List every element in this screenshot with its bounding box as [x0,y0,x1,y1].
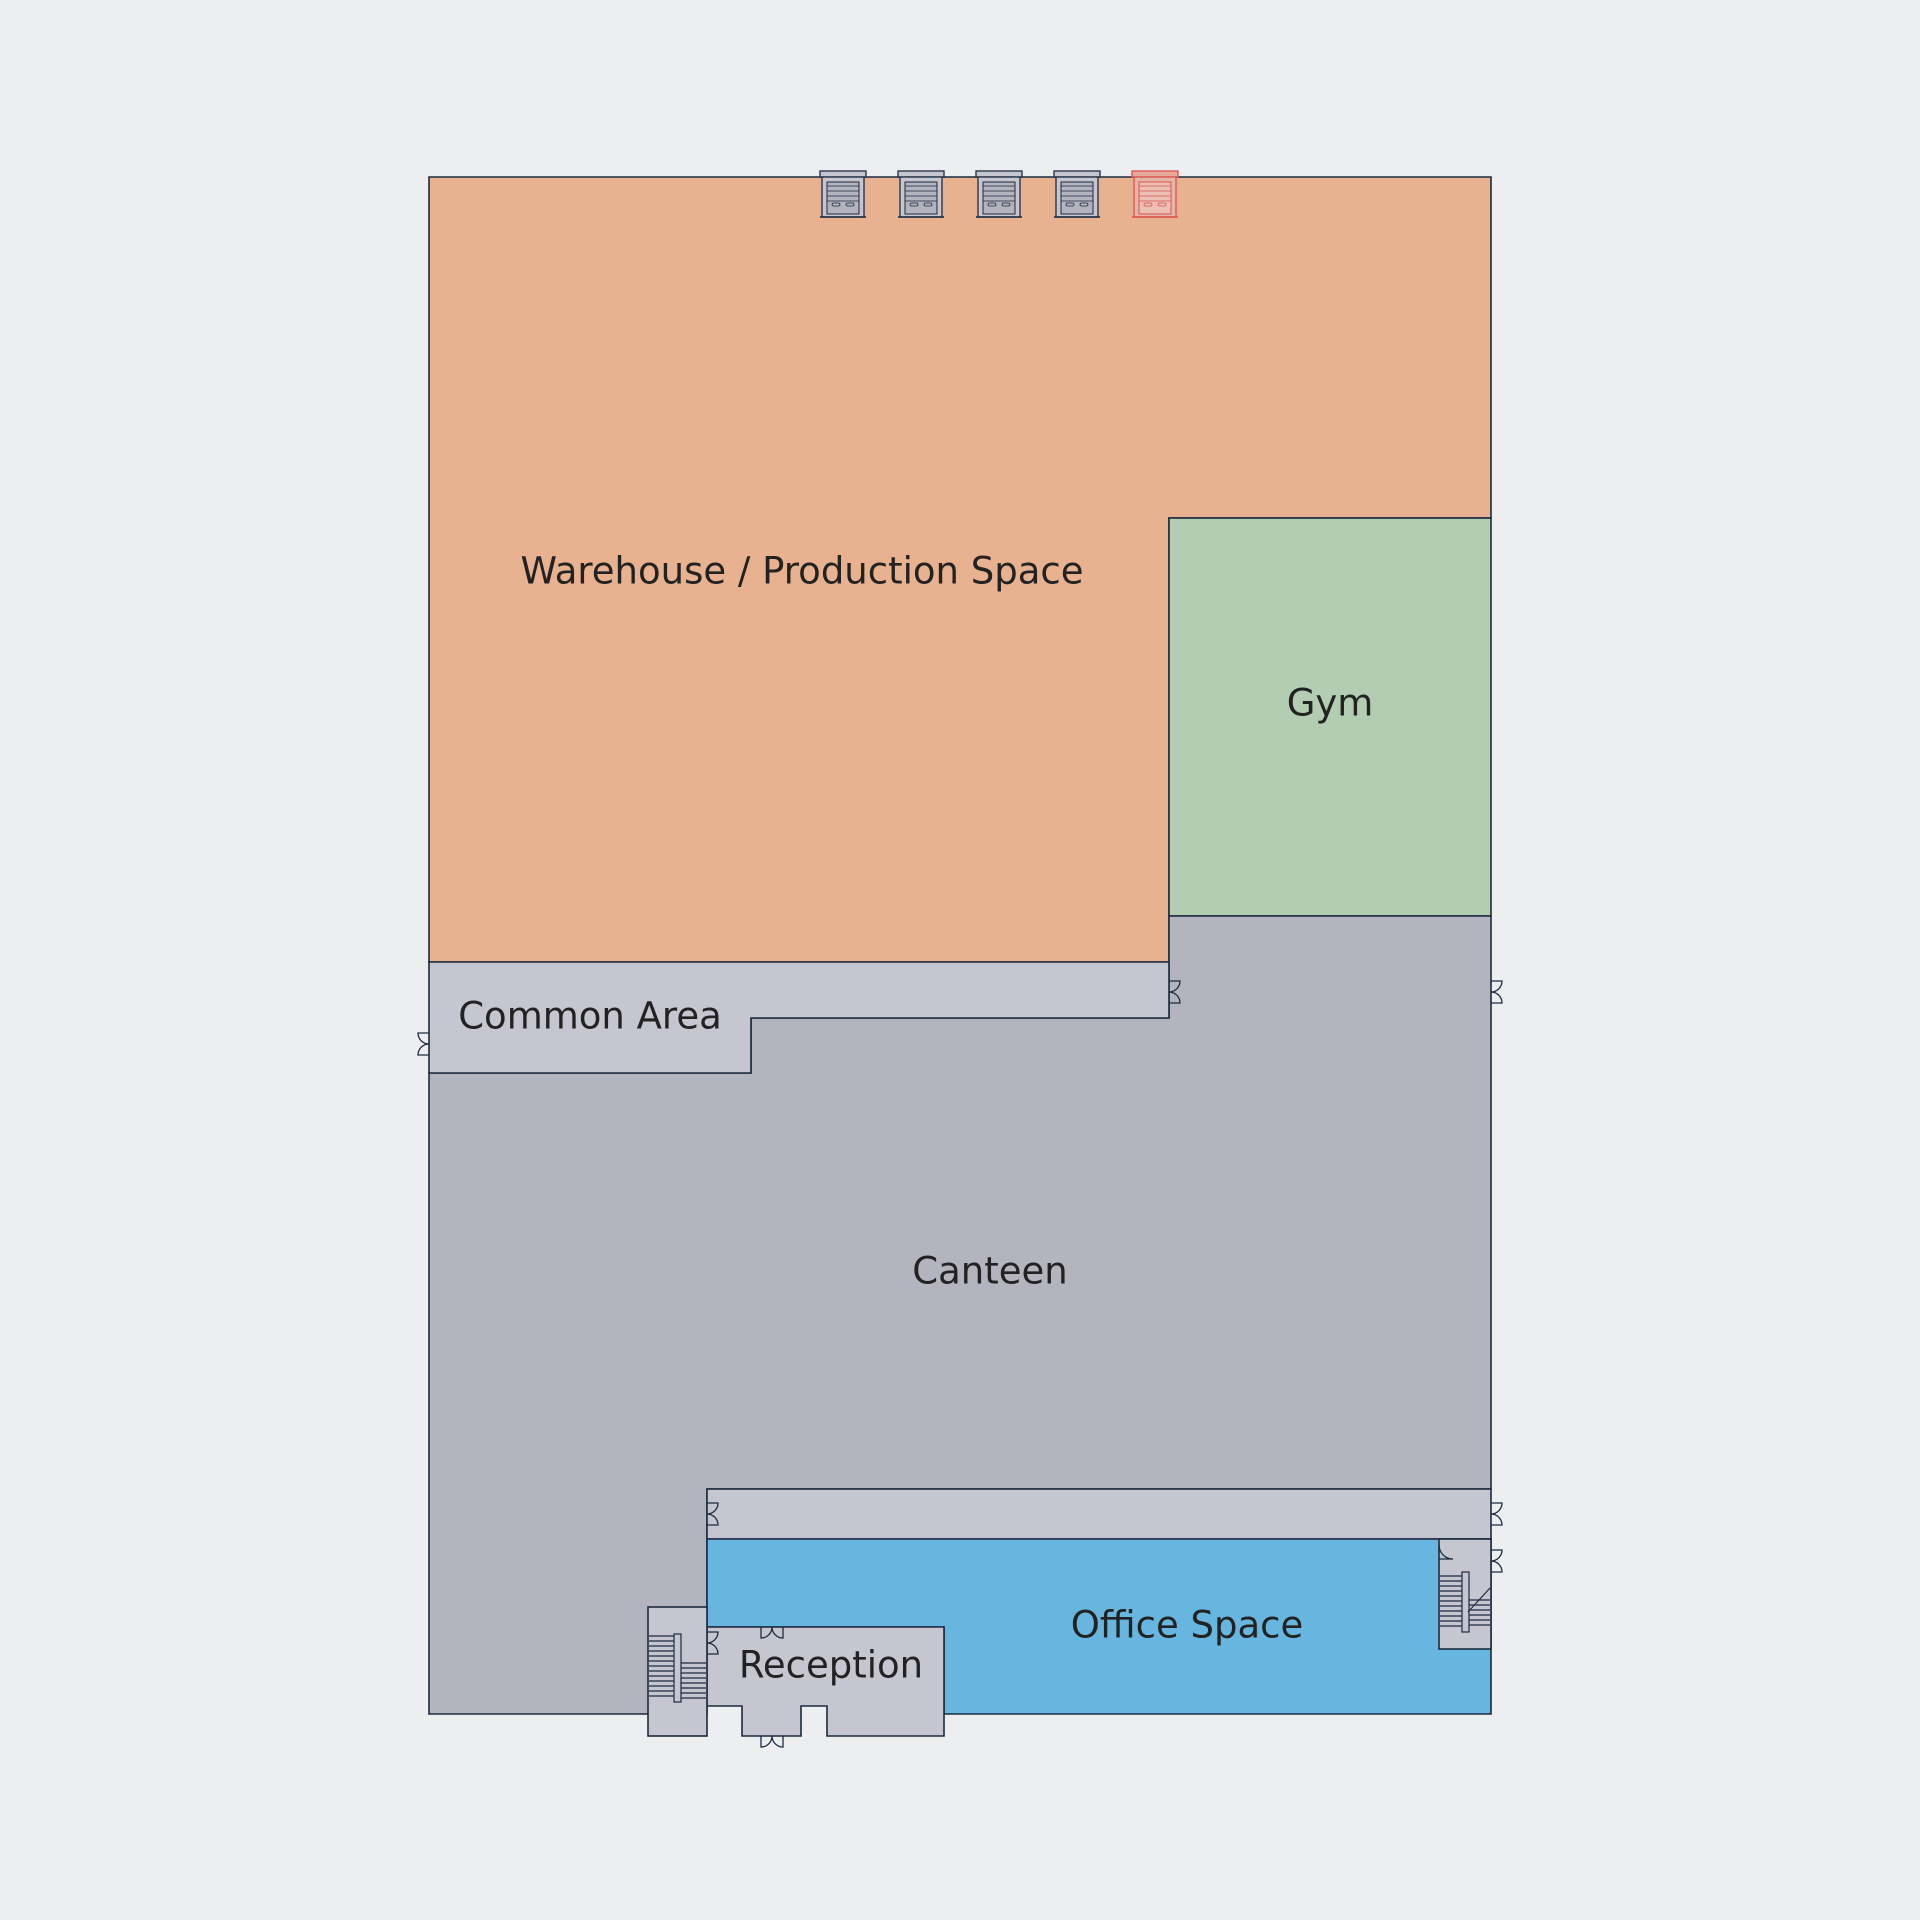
garage-door-icon[interactable] [975,170,1023,218]
label-reception: Reception [739,1644,923,1687]
door-swing-icon[interactable] [760,1626,784,1639]
loading-docks [819,170,1179,218]
room-common-area[interactable] [428,961,1170,1074]
garage-door-icon[interactable] [1053,170,1101,218]
door-swing-icon[interactable] [760,1735,784,1748]
room-reception[interactable] [706,1626,945,1737]
corridor[interactable] [706,1488,1492,1540]
door-swing-icon[interactable] [1490,1549,1503,1573]
door-swing-icon[interactable] [1490,980,1503,1004]
label-canteen: Canteen [912,1250,1067,1293]
label-warehouse: Warehouse / Production Space [521,550,1084,593]
door-swing-icon[interactable] [1490,1502,1503,1526]
door-swing-icon[interactable] [706,1502,719,1526]
door-swing-icon[interactable] [1168,980,1181,1004]
door-swing-icon[interactable] [417,1032,430,1056]
garage-door-icon[interactable] [897,170,945,218]
doors [417,980,1503,1748]
door-swing-icon[interactable] [706,1631,719,1655]
garage-door-icon[interactable] [819,170,867,218]
stairs-icon [649,1571,1491,1703]
label-common-area: Common Area [458,995,722,1038]
label-gym: Gym [1287,682,1374,725]
door-swing-icon[interactable] [1438,1544,1454,1560]
room-gym[interactable] [1168,517,1492,917]
garage-door-icon[interactable] [1131,170,1179,218]
label-office-space: Office Space [1071,1604,1304,1647]
